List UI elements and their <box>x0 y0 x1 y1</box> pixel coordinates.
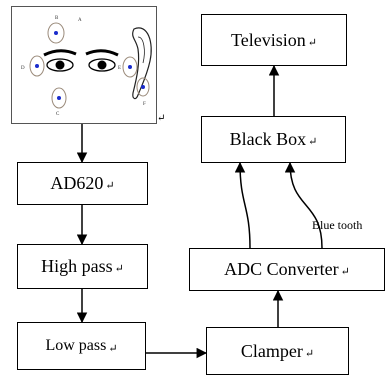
node-adc-converter: ADC Converter↵ <box>189 248 385 291</box>
node-high-pass-mark: ↵ <box>114 263 124 275</box>
electrode-letter-e: E <box>118 66 121 71</box>
electrode-f <box>136 77 150 97</box>
electrode-placement-image: B D C E F <box>11 6 157 124</box>
curve-adc-to-blackbox-left <box>234 161 251 249</box>
node-television: Television↵ <box>201 14 347 66</box>
node-clamper: Clamper↵ <box>206 327 349 375</box>
electrode-b <box>47 22 65 44</box>
electrode-letter-a: A <box>78 18 82 23</box>
electrode-letter-d: D <box>21 66 25 71</box>
electrode-d <box>29 55 45 77</box>
node-ad620-label: AD620 <box>50 173 104 193</box>
left-eyebrow <box>43 49 77 57</box>
node-black-box: Black Box↵ <box>201 116 346 163</box>
node-adc-converter-label: ADC Converter <box>224 259 339 279</box>
left-eye <box>46 58 74 72</box>
edge-label-bluetooth: Blue tooth <box>312 218 363 232</box>
node-television-label: Television <box>231 29 306 50</box>
node-low-pass-mark: ↵ <box>108 342 118 355</box>
curve-adc-to-blackbox-right <box>284 161 323 249</box>
right-eye <box>88 58 116 72</box>
node-adc-converter-mark: ↵ <box>340 266 350 278</box>
node-clamper-label: Clamper <box>240 340 303 361</box>
node-high-pass-label: High pass <box>41 256 113 276</box>
node-black-box-mark: ↵ <box>308 136 318 148</box>
ear <box>132 27 152 100</box>
node-low-pass: Low pass↵ <box>17 322 146 370</box>
face-electrodes-illustration: B D C E F <box>21 16 152 117</box>
node-high-pass: High pass↵ <box>17 244 148 289</box>
right-eyebrow <box>85 49 119 57</box>
electrode-e <box>122 56 138 78</box>
node-ad620-mark: ↵ <box>105 180 115 192</box>
electrode-letter-b: B <box>55 16 59 21</box>
image-paragraph-mark: ↵ <box>157 113 166 124</box>
electrode-a <box>51 87 67 109</box>
node-television-mark: ↵ <box>307 36 317 49</box>
node-ad620: AD620↵ <box>17 162 148 205</box>
node-low-pass-label: Low pass <box>45 337 107 354</box>
electrode-letter-c: C <box>56 112 60 117</box>
electrode-letter-f: F <box>143 102 146 107</box>
node-black-box-label: Black Box <box>229 129 307 149</box>
node-clamper-mark: ↵ <box>304 347 315 360</box>
